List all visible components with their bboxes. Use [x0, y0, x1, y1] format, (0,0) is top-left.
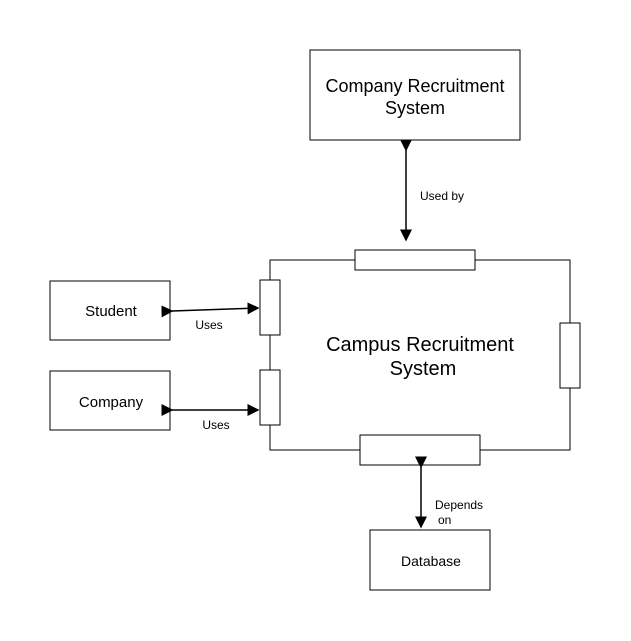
company-recruitment-system-label-line2: System — [385, 98, 445, 118]
depends-on-label-line1: Depends — [435, 498, 483, 512]
bottom-port — [359, 434, 481, 466]
student-label: Student — [85, 303, 138, 320]
company-recruitment-system-node — [309, 49, 521, 141]
student-uses-connector — [161, 302, 260, 318]
used-by-label: Used by — [420, 189, 464, 203]
database-node — [369, 529, 491, 591]
company-node — [49, 370, 171, 431]
campus-recruitment-system-label-line1: Campus Recruitment — [326, 334, 514, 356]
database-label: Database — [401, 553, 461, 569]
company-recruitment-system-label-line1: Company Recruitment — [325, 76, 504, 96]
left-port-company — [259, 369, 281, 426]
campus-recruitment-system-node — [269, 259, 571, 451]
left-port-student — [259, 279, 281, 336]
depends-on-label-line2: on — [438, 513, 451, 527]
right-port — [559, 322, 581, 389]
student-node — [49, 280, 171, 341]
company-label: Company — [79, 394, 144, 411]
company-uses-label: Uses — [202, 418, 229, 432]
campus-recruitment-system-label-line2: System — [390, 358, 457, 380]
student-uses-label: Uses — [195, 318, 222, 332]
top-port — [354, 249, 476, 271]
